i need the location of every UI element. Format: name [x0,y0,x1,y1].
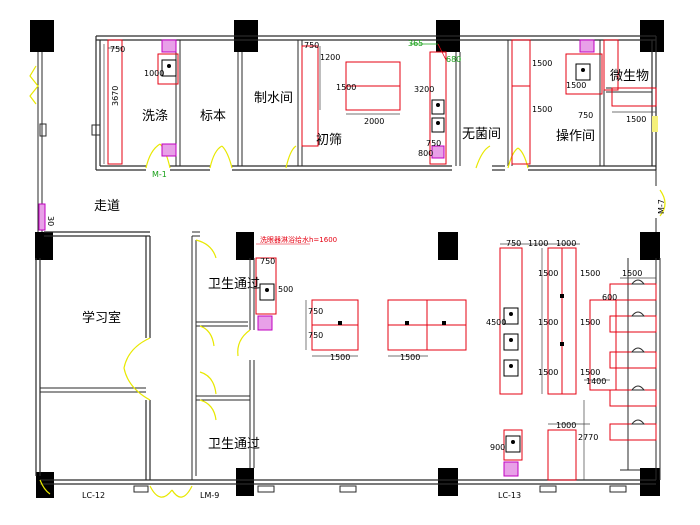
svg-text:1000: 1000 [556,239,576,248]
room-labels: 洗涤 标本 制水间 初筛 无菌间 操作间 微生物 走道 学习室 卫生通过 卫生通… [82,69,649,452]
svg-text:800: 800 [418,149,433,158]
svg-text:750: 750 [578,111,593,120]
screening-fixtures [301,45,401,147]
window-label-lc12: LC-12 [82,491,105,500]
upper-walls [91,35,657,171]
room-corridor: 走道 [94,199,120,214]
door-label-lm9: LM-9 [200,491,219,500]
svg-text:1500: 1500 [400,353,420,362]
windows [133,469,640,493]
svg-text:1500: 1500 [580,318,600,327]
svg-text:750: 750 [260,257,275,266]
lower-walls [35,116,661,485]
column [236,468,254,496]
svg-text:1000: 1000 [144,69,164,78]
svg-text:1400: 1400 [586,377,606,386]
svg-text:3200: 3200 [414,85,434,94]
svg-text:1500: 1500 [330,353,350,362]
right-benches [499,243,657,481]
column [640,468,660,496]
room-micro: 微生物 [610,69,649,84]
svg-text:1500: 1500 [532,59,552,68]
svg-text:750: 750 [426,139,441,148]
svg-text:1500: 1500 [538,269,558,278]
room-wash: 洗涤 [142,109,168,124]
sterile-fixtures [410,43,447,165]
column [36,472,54,498]
wash-fixtures [103,39,179,165]
operation-fixtures [511,39,657,165]
svg-text:500: 500 [278,285,293,294]
door-marker [38,203,46,231]
svg-text:1500: 1500 [538,318,558,327]
room-study: 学习室 [82,310,121,326]
room-sterile: 无菌间 [462,127,501,142]
svg-text:4500: 4500 [486,318,506,327]
svg-text:1100: 1100 [528,239,548,248]
svg-text:1500: 1500 [336,83,356,92]
center-tables [305,299,467,357]
door-labels: M-1 M-7 LC-12 LM-9 LC-13 30 [46,170,666,500]
eyewash-note: 洗眼器淋浴给水h=1600 [260,235,337,244]
window-label-lc13: LC-13 [498,491,521,500]
svg-text:2770: 2770 [578,433,598,442]
door-label-30: 30 [46,216,55,226]
svg-text:1500: 1500 [626,115,646,124]
door-swings [39,143,666,498]
svg-text:1000: 1000 [556,421,576,430]
room-operation: 操作间 [556,128,595,144]
svg-text:1500: 1500 [580,368,600,377]
svg-text:750: 750 [110,45,125,54]
svg-text:1500: 1500 [622,269,642,278]
column [236,232,254,260]
svg-text:750: 750 [308,307,323,316]
left-outer [29,52,47,232]
svg-text:1200: 1200 [320,53,340,62]
column [30,20,54,52]
column [438,232,458,260]
dimension-labels: 750 1000 3670 750 1200 1500 2000 3200 80… [110,39,646,452]
column [640,232,660,260]
room-hygiene-pass-1: 卫生通过 [208,277,260,292]
door-label-m1: M-1 [152,170,167,179]
svg-text:600: 600 [602,293,617,302]
svg-text:900: 900 [490,443,505,452]
column [438,468,458,496]
room-sample: 标本 [200,109,226,124]
room-water: 制水间 [254,91,293,106]
hygiene-fixtures [255,243,310,331]
columns [30,20,664,498]
svg-text:680: 680 [446,55,461,64]
svg-text:1500: 1500 [580,269,600,278]
svg-text:2000: 2000 [364,117,384,126]
svg-text:750: 750 [304,41,319,50]
svg-text:3670: 3670 [111,86,120,106]
svg-text:750: 750 [506,239,521,248]
column [35,232,53,260]
svg-text:1500: 1500 [538,368,558,377]
room-hygiene-pass-2: 卫生通过 [208,437,260,452]
svg-text:750: 750 [308,331,323,340]
room-preliminary: 初筛 [316,133,342,148]
svg-text:365: 365 [408,39,423,48]
svg-text:1500: 1500 [532,105,552,114]
svg-text:1500: 1500 [566,81,586,90]
door-label-m7: M-7 [657,199,666,214]
